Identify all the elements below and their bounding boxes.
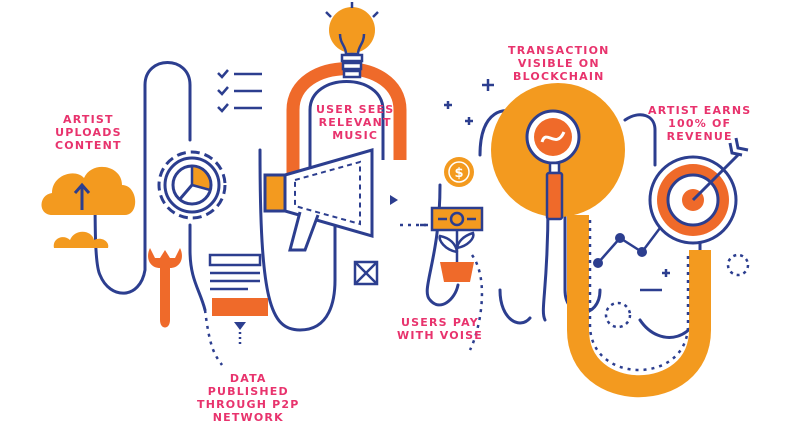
upload-cloud-icon: [41, 166, 136, 248]
magnifier-icon: [491, 83, 625, 221]
trend-line-icon: [593, 227, 661, 268]
connector-wire: [93, 61, 702, 339]
dotted-track: [588, 220, 690, 372]
label-transaction-visible: TRANSACTION VISIBLE ON BLOCKCHAIN: [508, 44, 610, 83]
label-artist-uploads: ARTIST UPLOADS CONTENT: [55, 113, 122, 152]
dollar-coin-icon: $: [444, 157, 474, 187]
decorations: [420, 79, 750, 329]
target-arrow-icon: [648, 137, 749, 245]
light-bulb-icon: [325, 2, 379, 79]
megaphone-icon: [263, 148, 398, 252]
document-icon: [208, 253, 268, 345]
label-artist-earns: ARTIST EARNS 100% OF REVENUE: [648, 104, 752, 143]
orange-u-track: [567, 215, 711, 398]
dotted-wire: [203, 223, 484, 366]
checklist-icon: [217, 69, 262, 113]
label-users-pay: USERS PAY WITH VOISE: [397, 316, 483, 342]
money-plant-icon: [430, 206, 484, 282]
svg-text:$: $: [454, 166, 463, 181]
wrench-icon: [148, 248, 182, 328]
label-data-published: DATA PUBLISHED THROUGH P2P NETWORK: [197, 372, 300, 424]
crossed-box-icon: [353, 260, 379, 286]
gear-pie-chart-icon: [157, 150, 227, 220]
label-user-sees: USER SEES RELEVANT MUSIC: [316, 103, 395, 142]
navy-inner-arc: [308, 80, 385, 175]
